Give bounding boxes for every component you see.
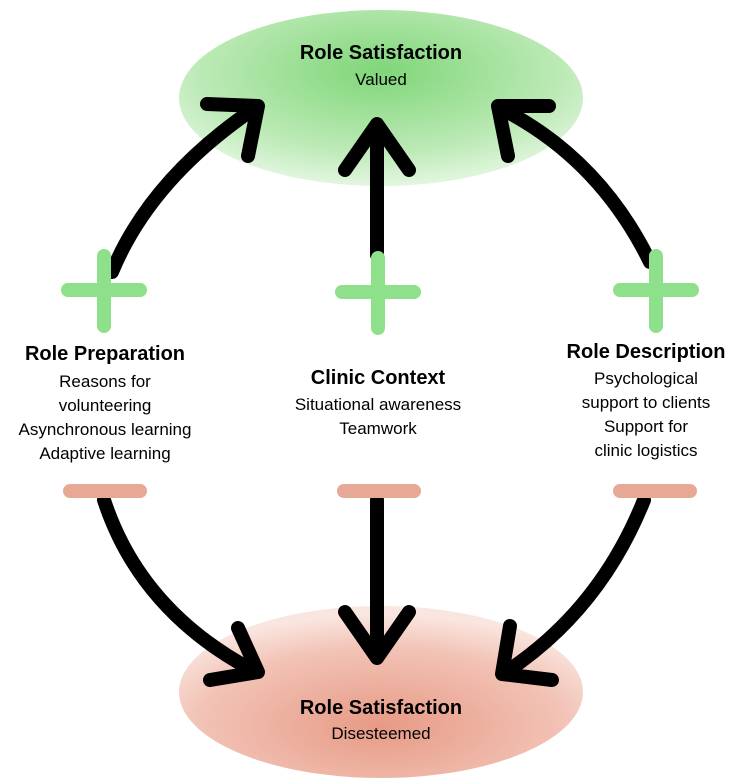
center-node-title: Clinic Context: [310, 367, 446, 389]
left-line: Reasons for: [59, 372, 151, 391]
center-line: Teamwork: [339, 419, 417, 438]
right-line: support to clients: [581, 393, 711, 412]
arrow-left-up: [105, 103, 259, 279]
arrow-left-down: [97, 493, 259, 677]
plus-icon-right: [613, 249, 699, 333]
arrow-right-down: [499, 493, 651, 679]
left-line: volunteering: [58, 396, 152, 415]
arrow-center-up-head: [338, 117, 416, 177]
top-node-title: Role Satisfaction: [299, 42, 463, 64]
bottom-node-subtitle: Disesteemed: [331, 724, 431, 743]
arrow-left-up-head: [200, 97, 265, 163]
top-ellipse: [179, 10, 583, 186]
right-line: clinic logistics: [594, 441, 698, 460]
arrow-center-down-head: [338, 605, 416, 665]
left-node-title: Role Preparation: [24, 343, 186, 365]
arrow-right-up-head: [491, 99, 556, 163]
left-line: Asynchronous learning: [18, 420, 192, 439]
arrow-right-up: [497, 103, 657, 269]
plus-icon-center: [335, 251, 421, 335]
left-node-details: Reasons for volunteering Asynchronous le…: [0, 370, 210, 466]
right-line: Psychological: [594, 369, 698, 388]
right-node-title: Role Description: [566, 341, 726, 363]
center-node-details: Situational awareness Teamwork: [268, 393, 488, 441]
bottom-ellipse: [179, 606, 583, 778]
arrow-left-down-head: [203, 621, 265, 687]
center-line: Situational awareness: [294, 395, 462, 414]
top-node-subtitle: Valued: [355, 70, 407, 89]
bottom-node-title: Role Satisfaction: [299, 697, 463, 719]
right-line: Support for: [603, 417, 689, 436]
right-node-details: Psychological support to clients Support…: [548, 367, 744, 463]
arrow-right-down-head: [495, 619, 559, 687]
plus-icon-left: [61, 249, 147, 333]
left-line: Adaptive learning: [39, 444, 171, 463]
